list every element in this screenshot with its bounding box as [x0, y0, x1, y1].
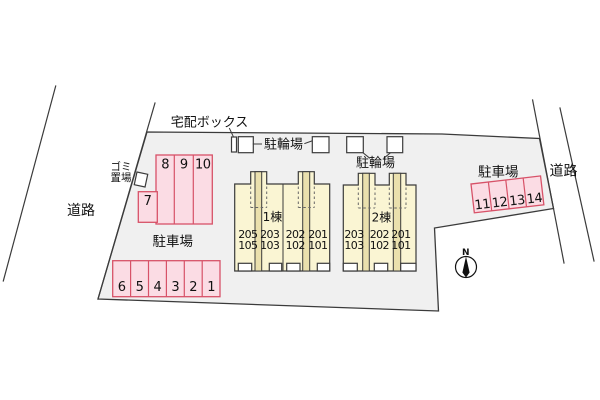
unit-number: 102	[286, 239, 305, 252]
parking-space-number: 2	[189, 280, 197, 295]
building-1-name: 1棟	[263, 209, 283, 224]
parking-space-number: 13	[508, 193, 525, 210]
garbage-box	[133, 171, 149, 188]
bike-rack-1	[237, 136, 254, 154]
compass: N	[454, 248, 478, 279]
building-1-stairwell-left	[254, 171, 263, 272]
compass-needle	[462, 256, 470, 278]
building-2-stairwell-left	[362, 172, 370, 272]
unit-number: 103	[260, 239, 280, 252]
entrance-notch	[268, 262, 283, 272]
parking-space-number: 7	[144, 194, 152, 209]
unit-number: 203	[344, 228, 364, 241]
garbage-label-line1: ゴミ	[111, 160, 132, 173]
parking-space-number: 14	[526, 191, 543, 208]
bike-label-a-leader-right	[304, 140, 313, 145]
parking-lot-label-right: 駐車場	[478, 165, 519, 181]
entrance-notch	[286, 262, 301, 272]
unit-number: 101	[308, 239, 327, 252]
unit-number: 105	[238, 239, 258, 252]
entrance-notch	[342, 262, 358, 272]
building-2: 2棟 203 202 201 103 102 101	[342, 172, 417, 272]
parking-group-right: 11 12 13 14	[470, 175, 545, 214]
entrance-notch	[237, 262, 253, 272]
parking-group-top-left: 8 9 10 7	[137, 154, 213, 225]
parking-space-7	[137, 191, 158, 223]
parking-divider	[522, 177, 528, 207]
parking-space-number: 12	[491, 195, 508, 212]
bike-label-b-leader-left	[362, 152, 371, 159]
road-line-left-outer	[2, 85, 57, 282]
compass-north-label: N	[462, 248, 470, 258]
parking-space-number: 6	[118, 280, 126, 295]
building-2-overhang-dashes	[357, 187, 407, 209]
bike-rack-2	[311, 136, 330, 154]
unit-number: 205	[238, 228, 258, 241]
unit-number: 103	[344, 239, 364, 252]
delivery-box	[230, 136, 238, 153]
entrance-notch	[373, 262, 389, 272]
parking-space-number: 10	[195, 158, 211, 173]
building-1-stairwell-right	[302, 171, 311, 272]
parking-space-number: 11	[474, 197, 491, 214]
delivery-box-leader	[228, 127, 235, 138]
bike-parking-label-b: 駐輪場	[356, 155, 395, 171]
parking-space-number: 4	[154, 280, 162, 295]
parking-area-8-10	[155, 154, 213, 225]
parking-space-number: 8	[161, 158, 169, 173]
unit-number: 202	[286, 228, 305, 241]
road-label-right: 道路	[550, 164, 578, 180]
unit-number: 201	[391, 228, 410, 241]
parking-lot-label-left: 駐車場	[153, 234, 194, 250]
building-2-name: 2棟	[372, 210, 392, 225]
bike-rack-4	[386, 136, 404, 154]
unit-number: 202	[370, 228, 389, 241]
building-1-overhang-dashes	[250, 186, 315, 208]
unit-number: 203	[260, 228, 280, 241]
parking-space-number: 5	[136, 280, 144, 295]
road-line-right-inner	[531, 99, 565, 264]
bike-rack-3	[346, 136, 364, 154]
parking-divider	[487, 181, 493, 211]
entrance-notch	[316, 262, 331, 272]
entrance-notch	[400, 262, 417, 272]
delivery-box-label: 宅配ボックス	[171, 116, 249, 131]
road-line-left-inner	[97, 102, 156, 300]
parking-divider	[505, 179, 510, 209]
garbage-label-line2: 置場	[111, 171, 132, 184]
parking-space-number: 3	[171, 280, 179, 295]
parking-group-bottom: 6 5 4 3 2 1	[112, 260, 221, 298]
unit-number: 102	[370, 239, 389, 252]
bike-label-b-leader-right	[383, 152, 391, 159]
road-line-right-outer	[559, 107, 595, 262]
building-2-stairwell-right	[392, 172, 402, 272]
parking-space-number: 9	[180, 158, 188, 173]
unit-number: 201	[308, 228, 327, 241]
bike-parking-label-a: 駐輪場	[264, 137, 303, 153]
unit-number: 101	[391, 239, 410, 252]
parking-space-number: 1	[207, 280, 215, 295]
building-1: 1棟 205 203 202 201 105 103 102 101	[234, 171, 331, 272]
road-label-left: 道路	[67, 203, 95, 219]
